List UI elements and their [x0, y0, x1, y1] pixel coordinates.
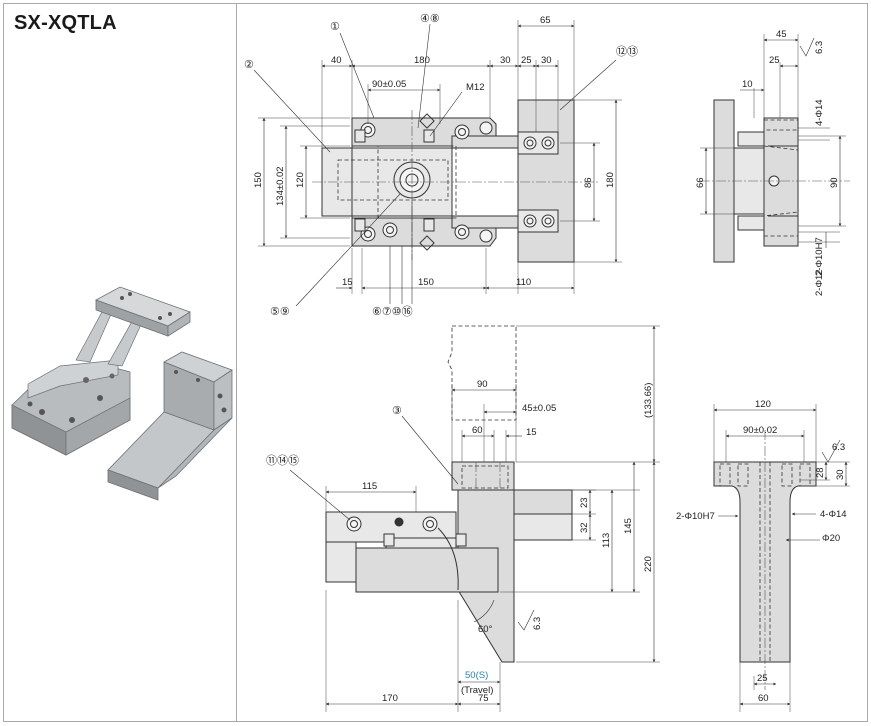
- dim-25-side: 25: [769, 55, 780, 66]
- dim-60-front: 60: [472, 425, 483, 436]
- dim-6-3-front: 6.3: [532, 617, 543, 630]
- dim-10: 10: [742, 79, 753, 90]
- balloon-3: ③: [392, 405, 402, 417]
- stroke-label: (Travel): [461, 685, 493, 696]
- dim-134-v: 134±0.02: [275, 166, 286, 206]
- dim-180: 180: [414, 55, 430, 66]
- balloon-5-9: ⑤⑨: [270, 306, 290, 318]
- dim-25: 25: [521, 55, 532, 66]
- stroke-value: 50(S): [465, 670, 488, 681]
- dim-40: 40: [331, 55, 342, 66]
- top-view: 40 180 30 65 25 30 90±0.05 M12 150 134±0…: [244, 13, 638, 318]
- dim-90-tol-end: 90±0.02: [743, 425, 777, 436]
- dim-45-tol: 45±0.05: [522, 403, 556, 414]
- dim-6-3-end: 6.3: [832, 442, 845, 453]
- grease-nipple-icon: [394, 517, 404, 527]
- dim-30-end: 30: [835, 469, 846, 480]
- dim-2-phi10h7-end: 2-Φ10H7: [676, 511, 715, 522]
- dim-115: 115: [362, 481, 377, 492]
- dim-220: 220: [643, 556, 654, 572]
- dim-2-phi12: 2-Φ12: [814, 269, 825, 296]
- dim-2-phi10h7: 2-Φ10H7: [814, 237, 825, 276]
- dim-phi20: Φ20: [822, 533, 840, 544]
- dim-45: 45: [776, 29, 787, 40]
- dim-32: 32: [579, 522, 590, 533]
- balloon-6-7-10-16: ⑥⑦⑩⑯: [372, 305, 413, 318]
- balloon-4-8: ④⑧: [420, 13, 440, 25]
- dim-30: 30: [500, 55, 511, 66]
- balloon-1: ①: [330, 21, 340, 33]
- dim-4-phi14-end: 4-Φ14: [820, 509, 847, 520]
- balloon-11-14-15: ⑪⑭⑮: [266, 454, 299, 467]
- dim-60-deg: 60°: [478, 624, 493, 635]
- dim-66: 66: [695, 177, 706, 188]
- dim-150-v: 150: [253, 172, 264, 188]
- dim-30b: 30: [541, 55, 552, 66]
- product-render: [11, 286, 233, 501]
- dim-23: 23: [579, 497, 590, 508]
- dim-60-end: 60: [758, 693, 769, 704]
- dim-75: 75: [478, 693, 489, 704]
- dim-86-v: 86: [583, 177, 594, 188]
- dim-25-end: 25: [757, 673, 768, 684]
- dim-65: 65: [540, 15, 551, 26]
- dim-90-tol: 90±0.05: [372, 79, 406, 90]
- end-view: 120 90±0.02 6.3 28 30 2-Φ10H7 4-Φ14 Φ20 …: [676, 399, 850, 712]
- panel-divider: [236, 3, 237, 722]
- dim-113: 113: [601, 533, 612, 548]
- dim-133-66: (133.66): [643, 383, 654, 418]
- dim-145: 145: [623, 518, 634, 534]
- front-view: 90 45±0.05 (133.66) 60 15 115 23 32 113 …: [266, 325, 660, 712]
- dim-28: 28: [815, 467, 826, 478]
- model-title: SX-XQTLA: [14, 12, 117, 34]
- dim-m12: M12: [466, 82, 484, 93]
- dim-4-phi14: 4-Φ14: [814, 99, 825, 126]
- dim-180-v: 180: [605, 172, 616, 188]
- dim-15: 15: [342, 277, 353, 288]
- dim-120-v: 120: [295, 172, 306, 188]
- dim-150: 150: [418, 277, 434, 288]
- balloon-12-13: ⑫⑬: [616, 45, 638, 58]
- dim-6-3-side: 6.3: [814, 41, 825, 54]
- balloon-2: ②: [244, 59, 254, 71]
- outer-frame: [3, 3, 868, 722]
- dim-90-side: 90: [829, 177, 840, 188]
- dim-90-front: 90: [477, 379, 488, 390]
- dim-15-front: 15: [526, 427, 537, 438]
- dim-120-end: 120: [755, 399, 771, 410]
- dim-170: 170: [382, 693, 398, 704]
- dim-110: 110: [516, 277, 531, 288]
- side-view: 45 25 6.3 10 4-Φ14 66 90 2-Φ10H7 2-Φ12: [695, 29, 850, 296]
